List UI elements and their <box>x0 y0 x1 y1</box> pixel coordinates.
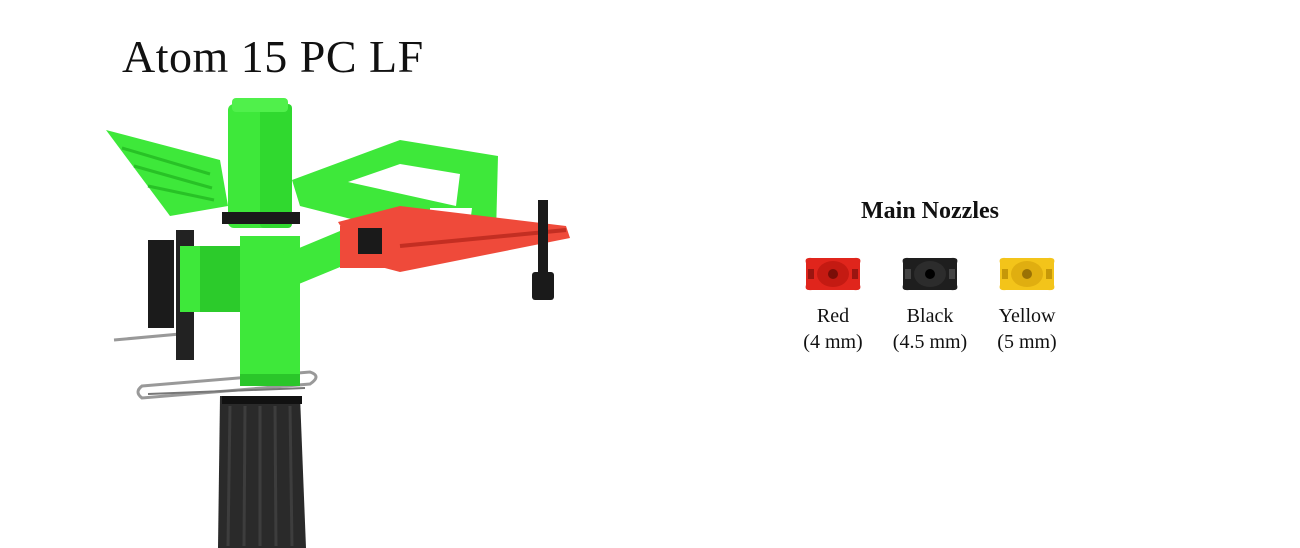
nozzle-name: Red <box>816 305 850 327</box>
sprinkler-image <box>106 98 570 548</box>
product-title: Atom 15 PC LF <box>122 31 424 82</box>
nozzle-black: Black (4.5 mm) <box>885 255 975 355</box>
nozzle-name: Black <box>906 305 954 327</box>
yellow-nozzle-icon <box>999 257 1055 291</box>
main-nozzles-panel: Main Nozzles Red (4 mm) Black (4.5 mm) <box>780 198 1080 355</box>
nozzle-yellow: Yellow (5 mm) <box>982 255 1072 355</box>
nozzle-list: Red (4 mm) Black (4.5 mm) Yellow <box>780 255 1080 355</box>
red-nozzle-icon <box>805 257 861 291</box>
nozzle-size: (4 mm) <box>803 331 863 353</box>
nozzle-red: Red (4 mm) <box>788 255 878 355</box>
nozzle-name: Yellow <box>998 305 1056 327</box>
nozzles-heading: Main Nozzles <box>861 198 999 224</box>
nozzle-size: (4.5 mm) <box>892 331 968 353</box>
nozzle-size: (5 mm) <box>997 331 1057 353</box>
black-nozzle-icon <box>902 257 958 291</box>
